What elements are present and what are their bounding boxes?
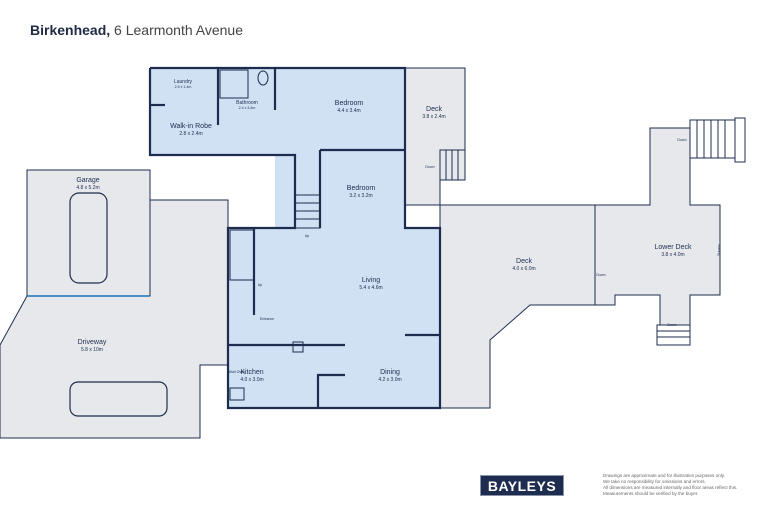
walk-in-robe-label: Walk-in Robe — [170, 123, 212, 130]
disclaimer: Drawings are approximate and for illustr… — [603, 473, 737, 497]
sink-icon — [292, 341, 304, 353]
living-dims: 5.4 x 4.6m — [359, 285, 382, 291]
down-label-upper-deck: Down — [425, 165, 434, 169]
bedroom-2-label: Bedroom — [347, 185, 376, 192]
upper-deck-area — [404, 67, 466, 206]
bathroom-label: Bathroom — [236, 100, 258, 106]
down-label-bottom: Down — [667, 323, 676, 327]
laundry-dims: 2.5 x 1.4m — [175, 85, 192, 89]
entrance-label: Entrance — [260, 317, 274, 321]
up-label: Up — [305, 234, 310, 238]
upper-deck-label: Deck — [426, 106, 442, 113]
walk-in-robe-dims: 2.8 x 2.4m — [179, 131, 202, 137]
bedroom-2-dims: 3.2 x 3.2m — [349, 193, 372, 199]
wall-oven-label: Wall Oven — [229, 370, 245, 374]
walk-in-robe-area — [150, 68, 275, 155]
upper-deck-dims: 3.8 x 2.4m — [422, 114, 445, 120]
driveway-car — [69, 381, 168, 417]
bedroom-2-area — [320, 150, 405, 228]
lower-deck-area — [594, 127, 721, 326]
lower-deck-dims: 3.8 x 4.0m — [661, 252, 684, 258]
down-label-top: Down — [677, 138, 686, 142]
garage-car — [69, 192, 108, 284]
suburb: Birkenhead, — [30, 22, 111, 38]
main-deck-label: Deck — [516, 258, 532, 265]
lower-deck-stairs-bottom — [656, 324, 691, 346]
bathroom-dims: 2.4 x 3.4m — [239, 106, 256, 110]
toilet-icon — [257, 70, 269, 86]
walls — [148, 66, 442, 410]
kitchen-label: Kitchen — [240, 369, 263, 376]
hallway-area — [275, 130, 320, 228]
lower-deck-label: Lower Deck — [655, 244, 692, 251]
disclaimer-line: Measurements should be verified by the b… — [603, 491, 699, 496]
garage-area — [26, 169, 151, 297]
living-label: Living — [362, 277, 380, 284]
dining-dims: 4.2 x 3.0m — [378, 377, 401, 383]
disclaimer-line: All dimensions are measured internally a… — [603, 485, 738, 490]
shower-icon — [219, 69, 249, 99]
dining-label: Dining — [380, 369, 400, 376]
page-title: Birkenhead, 6 Learmonth Avenue — [30, 22, 243, 38]
lower-deck-stairs-top — [689, 117, 746, 163]
main-deck-area — [439, 204, 596, 409]
disclaimer-line: We take no responsibility for omissions … — [603, 479, 706, 484]
cooktop-icon — [229, 387, 245, 401]
up-label-2: Up — [258, 283, 263, 287]
laundry-label: Laundry — [174, 79, 193, 85]
kitchen-dims: 4.0 x 3.0m — [240, 377, 263, 383]
living-dining-area — [228, 228, 440, 408]
address: 6 Learmonth Avenue — [114, 22, 243, 38]
garage-dims: 4.8 x 5.2m — [76, 185, 99, 191]
driveway-dims: 5.8 x 10m — [81, 347, 103, 353]
upper-deck-stairs — [439, 149, 466, 181]
bedroom-1-label: Bedroom — [335, 100, 364, 107]
driveway-label: Driveway — [78, 339, 107, 346]
disclaimer-line: Drawings are approximate and for illustr… — [603, 473, 725, 478]
garage-label: Garage — [76, 177, 99, 184]
down-label-side: Down — [596, 273, 605, 277]
bayleys-logo: BAYLEYS — [480, 475, 564, 496]
bedroom-1-dims: 4.4 x 3.4m — [337, 108, 360, 114]
railing-label: Railing — [717, 245, 721, 256]
main-deck-dims: 4.0 x 6.0m — [512, 266, 535, 272]
